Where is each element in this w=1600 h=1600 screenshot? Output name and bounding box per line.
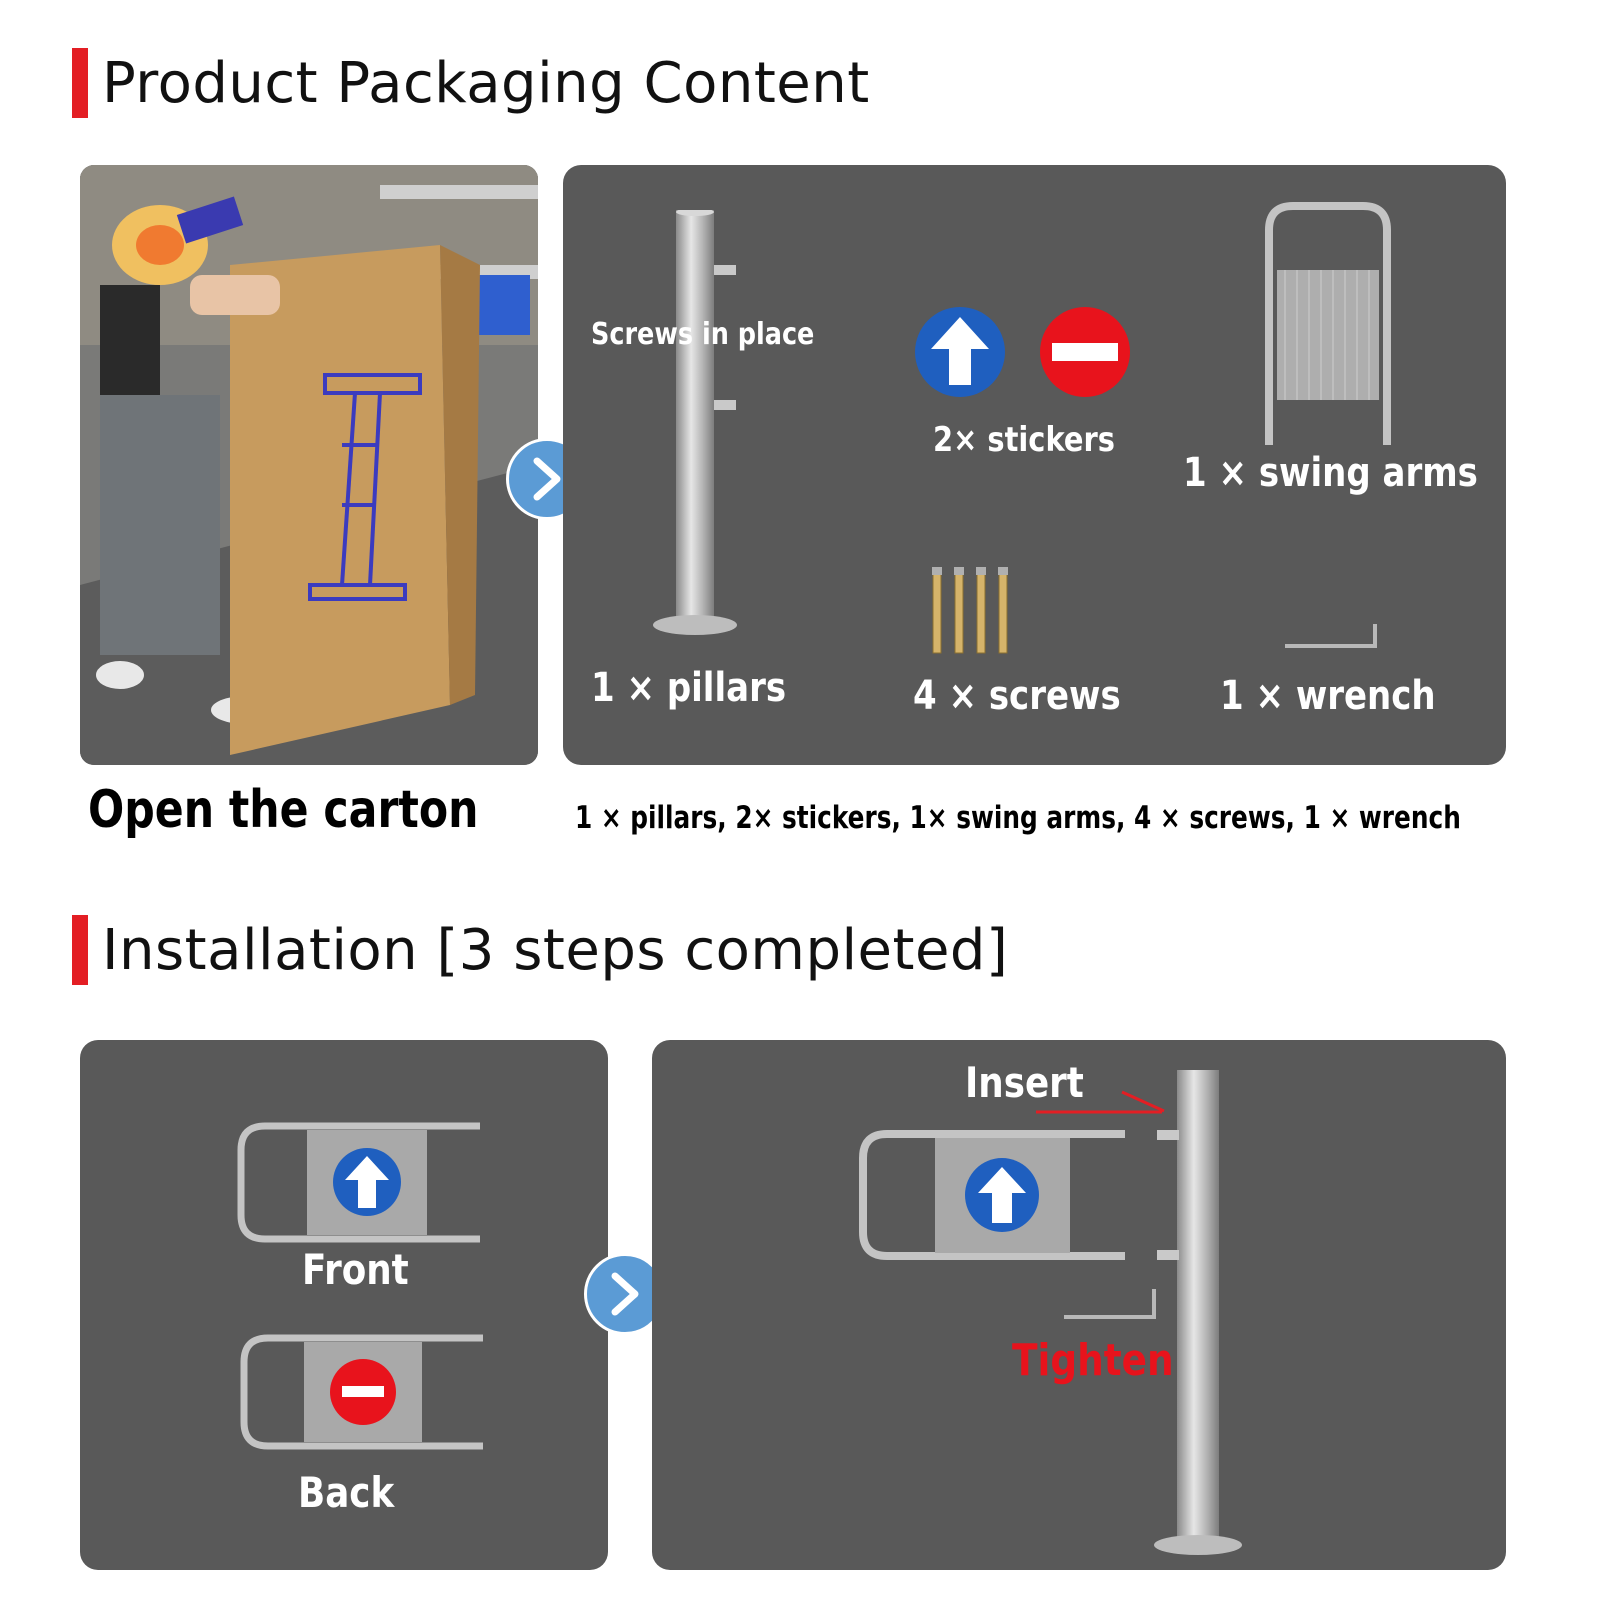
section-title: Installation [3 steps completed] [102, 917, 1009, 983]
wrench-label: 1 × wrench [1220, 673, 1436, 719]
insert-arrow [1036, 1090, 1165, 1114]
accent-bar [72, 915, 88, 985]
carton-photo [80, 165, 538, 765]
pillar-illustration [653, 210, 737, 635]
screws-in-place-label: Screws in place [591, 317, 815, 352]
section-heading-installation: Installation [3 steps completed] [72, 915, 1008, 985]
accent-bar [72, 48, 88, 118]
sticker-orientation-panel: Front Back [80, 1040, 608, 1570]
tighten-label: Tighten [1012, 1335, 1174, 1386]
chevron-right-icon [533, 457, 561, 501]
packaging-contents-panel: Screws in place 1 × pillars 2× stickers … [563, 165, 1506, 765]
assembly-panel: Insert Tighten [652, 1040, 1506, 1570]
carton-photo-illustration [80, 165, 538, 765]
swing-arm-back [240, 1334, 483, 1450]
front-label: Front [302, 1245, 409, 1294]
screws-illustration [932, 567, 1008, 654]
open-carton-caption: Open the carton [88, 780, 479, 840]
no-entry-sign-icon [1040, 307, 1130, 397]
section-title: Product Packaging Content [102, 50, 870, 116]
contents-summary-caption: 1 × pillars, 2× stickers, 1× swing arms,… [575, 800, 1461, 836]
chevron-right-icon [611, 1272, 639, 1316]
swing-arm-front [237, 1122, 480, 1243]
insert-label: Insert [965, 1058, 1084, 1107]
swing-arms-label: 1 × swing arms [1183, 450, 1478, 496]
wrench-illustration [1285, 624, 1377, 648]
wrench-illustration [1064, 1289, 1156, 1319]
back-label: Back [298, 1468, 395, 1517]
pillar-assembled [1154, 1070, 1242, 1555]
section-heading-packaging: Product Packaging Content [72, 48, 870, 118]
stickers-label: 2× stickers [933, 420, 1115, 460]
screws-label: 4 × screws [913, 673, 1121, 719]
arrow-up-sign-icon [915, 307, 1005, 397]
pillars-label: 1 × pillars [591, 665, 787, 711]
swing-arm-assembled [859, 1130, 1125, 1260]
swing-arm-illustration [1265, 202, 1391, 445]
